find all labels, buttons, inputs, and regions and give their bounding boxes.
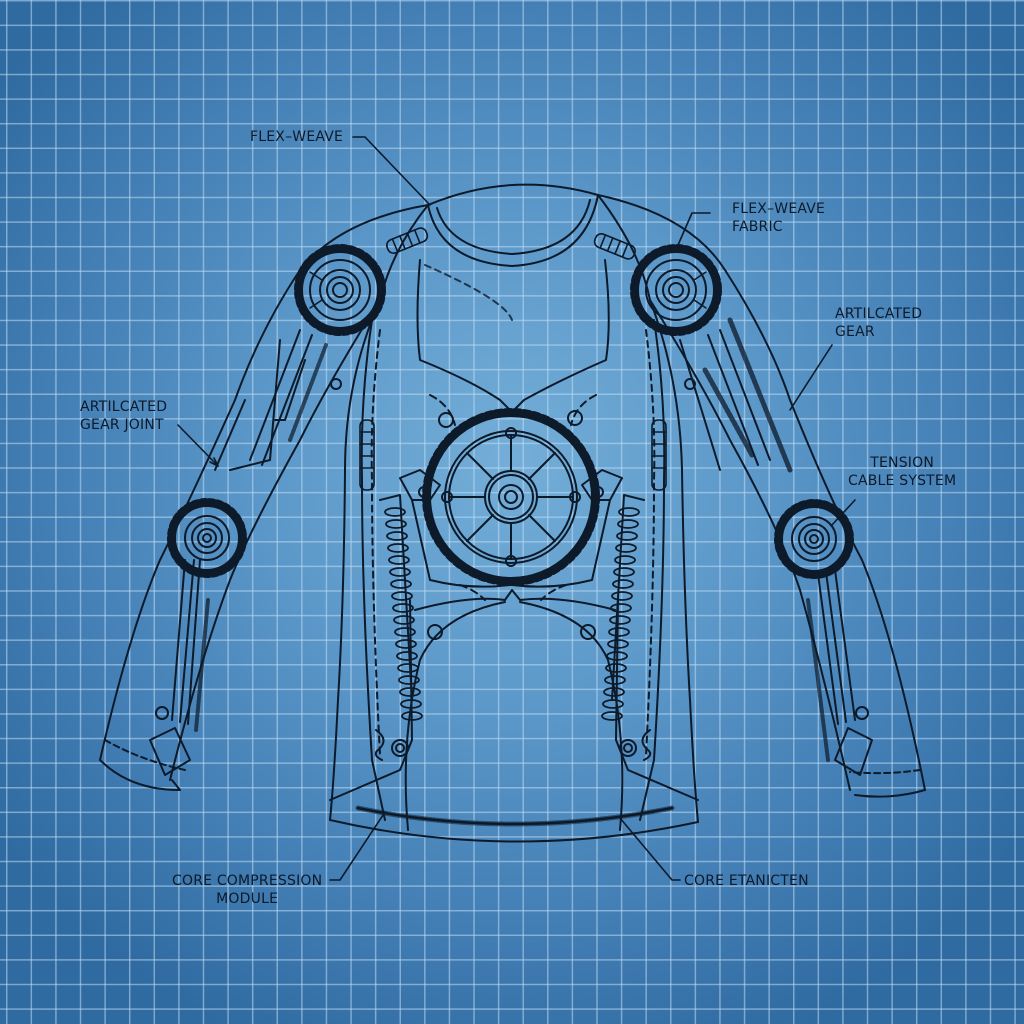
label-flex-weave-fabric: FLEX–WEAVE FABRIC <box>732 200 825 236</box>
left-elbow-gear <box>167 498 247 578</box>
right-shoulder-spring <box>593 233 636 260</box>
label-tension-cable-system: TENSION CABLE SYSTEM <box>848 454 956 490</box>
left-shoulder-gear <box>294 244 386 336</box>
label-flex-weave-line1: FLEX–WEAVE <box>250 129 344 145</box>
label-core-etanicten: CORE ETANICTEN <box>684 872 809 890</box>
right-sleeve <box>597 194 926 798</box>
label-flex-weave-fabric-line2: FABRIC <box>732 219 783 235</box>
left-spring-stack <box>359 419 423 721</box>
label-core-compression-module-line1: CORE COMPRESSION <box>172 873 323 889</box>
label-tension-cable-system-line2: CABLE SYSTEM <box>848 473 957 489</box>
right-shoulder-gear <box>630 244 722 336</box>
left-sleeve <box>99 204 429 791</box>
label-tension-cable-system-line1: TENSION <box>870 455 935 471</box>
right-spring-stack <box>601 419 667 721</box>
label-flex-weave: FLEX–WEAVE <box>250 128 343 146</box>
label-core-compression-module-line2: MODULE <box>216 891 279 907</box>
label-articulated-gear-joint-line1: ARTILCATED <box>80 399 168 415</box>
central-chest-gear <box>422 408 600 586</box>
left-shoulder-spring <box>386 227 429 254</box>
label-core-compression-module: CORE COMPRESSION MODULE <box>172 872 322 908</box>
label-core-etanicten-line1: CORE ETANICTEN <box>684 873 809 889</box>
label-articulated-gear-joint-line2: GEAR JOINT <box>80 417 164 433</box>
label-flex-weave-fabric-line1: FLEX–WEAVE <box>732 201 826 217</box>
shirt-body-outline <box>329 183 699 843</box>
leader-lines <box>177 136 856 881</box>
right-elbow-gear <box>774 499 854 579</box>
label-articulated-gear-joint: ARTILCATED GEAR JOINT <box>80 398 167 434</box>
label-articulated-gear-line1: ARTILCATED <box>835 306 923 322</box>
label-articulated-gear: ARTILCATED GEAR <box>835 305 922 341</box>
label-articulated-gear-line2: GEAR <box>835 324 875 340</box>
